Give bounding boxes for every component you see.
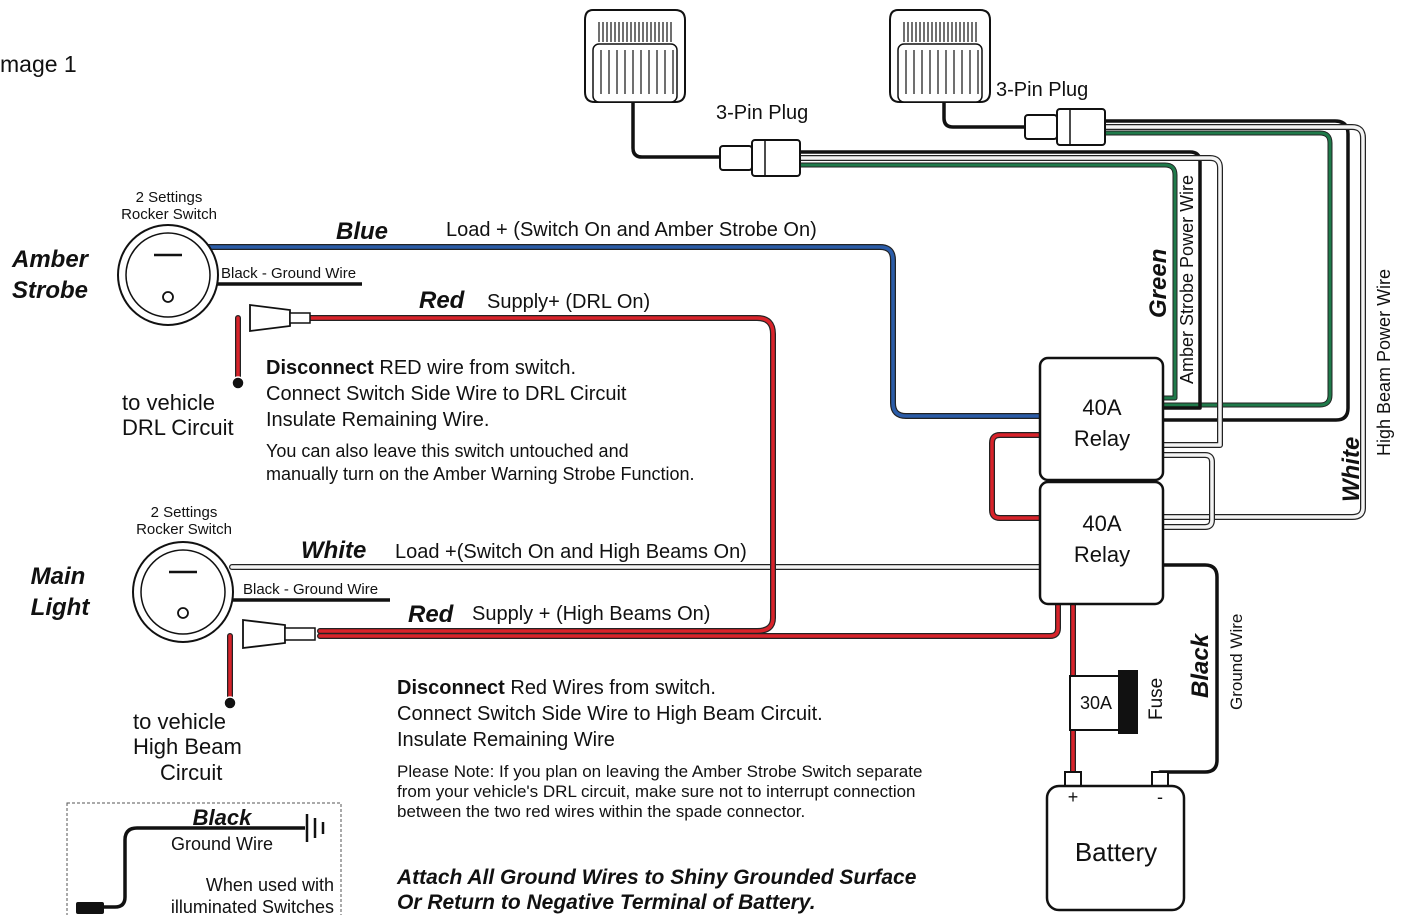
black-ground-wire (1158, 563, 1219, 782)
amber-vehicle-1: to vehicle (122, 390, 215, 415)
main-light-switch (132, 541, 234, 643)
light-2 (889, 9, 991, 103)
note-2-line-5: from your vehicle's DRL circuit, make su… (397, 782, 916, 801)
amber-switch-caption-2: Rocker Switch (121, 206, 217, 223)
red-wire-high-beam (317, 597, 1061, 639)
amber-drl-lead (231, 315, 245, 390)
blue-wire-name: Blue (336, 218, 388, 245)
battery (1045, 771, 1186, 912)
green-wire (797, 130, 1333, 408)
legend-title: Black (193, 805, 253, 830)
red-relay-link (989, 432, 1043, 521)
relay-1 (1038, 356, 1165, 482)
battery-label: Battery (1075, 837, 1157, 867)
attach-note-line-2: Or Return to Negative Terminal of Batter… (397, 891, 816, 914)
legend-note-1: When used with (206, 875, 334, 895)
black-right-name: Black (1187, 632, 1214, 698)
main-switch-name-1: Main (31, 563, 86, 590)
note-1-line-4: You can also leave this switch untouched… (266, 441, 629, 461)
note-1-line-3: Insulate Remaining Wire. (266, 409, 489, 431)
image-label: mage 1 (0, 51, 77, 77)
red-high-beam-desc: Supply + (High Beams On) (472, 603, 710, 625)
amber-switch-name-2: Strobe (12, 277, 88, 304)
red-wire-drl (307, 315, 776, 634)
main-ground-label: Black - Ground Wire (243, 581, 378, 598)
spade-connector-2 (242, 618, 316, 650)
blue-wire (202, 244, 1043, 419)
main-high-beam-lead (223, 633, 237, 710)
fuse (1069, 670, 1138, 734)
light-1 (584, 9, 686, 103)
white-wire-name: White (301, 537, 366, 564)
relay-1-label: Relay (1074, 426, 1130, 451)
note-2-line-2: Connect Switch Side Wire to High Beam Ci… (397, 703, 823, 725)
blue-wire-desc: Load + (Switch On and Amber Strobe On) (446, 219, 817, 241)
amber-strobe-switch (117, 224, 219, 326)
main-vehicle-2: High Beam (133, 734, 242, 759)
note-2-line-4: Please Note: If you plan on leaving the … (397, 762, 922, 781)
white-wire-desc: Load +(Switch On and High Beams On) (395, 541, 747, 563)
battery-plus: + (1068, 787, 1079, 807)
main-switch-caption-1: 2 Settings (151, 504, 218, 521)
red-high-beam-name: Red (408, 601, 455, 628)
plug2-lead (942, 95, 1025, 129)
white-wires (229, 124, 1366, 570)
white-right-name: White (1338, 437, 1365, 502)
main-switch-name-2: Light (31, 594, 91, 621)
plug-1 (719, 139, 801, 177)
amber-switch-caption-1: 2 Settings (136, 189, 203, 206)
relay-2-rating: 40A (1082, 511, 1121, 536)
relay-2 (1038, 480, 1165, 606)
relay-1-rating: 40A (1082, 395, 1121, 420)
red-drl-desc: Supply+ (DRL On) (487, 291, 650, 313)
main-vehicle-3: Circuit (160, 760, 222, 785)
battery-minus: - (1157, 787, 1163, 807)
note-2-rest: Red Wires from switch. (505, 677, 716, 699)
plug-2 (1024, 108, 1106, 146)
high-beam-power-label: High Beam Power Wire (1374, 269, 1394, 456)
note-1-line-1: Disconnect RED wire from switch. (266, 357, 576, 379)
amber-vehicle-2: DRL Circuit (122, 415, 234, 440)
fuse-value: 30A (1080, 693, 1112, 713)
note-1-line-2: Connect Switch Side Wire to DRL Circuit (266, 383, 627, 405)
legend-subtitle: Ground Wire (171, 834, 273, 854)
plug1-lead (631, 95, 722, 159)
amber-switch-name-1: Amber (11, 246, 90, 273)
plug-1-label: 3-Pin Plug (716, 102, 808, 124)
amber-ground-label: Black - Ground Wire (221, 265, 356, 282)
fuse-label: Fuse (1146, 678, 1167, 720)
red-drl-name: Red (419, 287, 466, 314)
amber-power-label: Amber Strobe Power Wire (1177, 175, 1197, 384)
legend-note-2: illuminated Switches (171, 897, 334, 915)
note-2-line-3: Insulate Remaining Wire (397, 729, 615, 751)
ground-wire-right-label: Ground Wire (1227, 614, 1246, 710)
relay-2-label: Relay (1074, 542, 1130, 567)
note-2-line-6: between the two red wires within the spa… (397, 802, 805, 821)
note-2-bold: Disconnect (397, 677, 505, 699)
main-switch-caption-2: Rocker Switch (136, 521, 232, 538)
note-2-line-1: Disconnect Red Wires from switch. (397, 677, 716, 699)
plug-2-label: 3-Pin Plug (996, 79, 1088, 101)
main-vehicle-1: to vehicle (133, 709, 226, 734)
note-1-line-5: manually turn on the Amber Warning Strob… (266, 464, 695, 484)
note-1-rest: RED wire from switch. (374, 357, 576, 379)
attach-note-line-1: Attach All Ground Wires to Shiny Grounde… (396, 866, 917, 889)
ground-legend (66, 802, 342, 915)
note-1-bold: Disconnect (266, 357, 374, 379)
green-wire-name: Green (1145, 249, 1172, 318)
spade-connector-1 (249, 303, 311, 333)
